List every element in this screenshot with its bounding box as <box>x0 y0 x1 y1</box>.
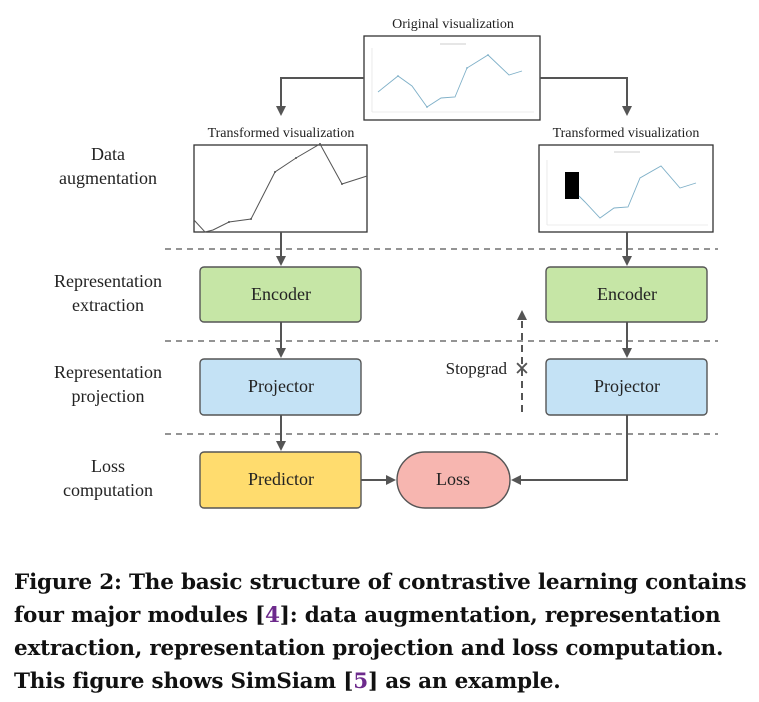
stopgrad-label: Stopgrad <box>446 359 508 378</box>
encoder-left-label: Encoder <box>251 284 311 304</box>
encoder-right: Encoder <box>545 266 708 323</box>
projector-left-label: Projector <box>248 376 314 396</box>
row-label-augmentation-line1: Data <box>91 144 125 164</box>
citation-link-5[interactable]: 5 <box>353 669 368 694</box>
original-visualization-title: Original visualization <box>392 17 514 32</box>
row-label-extraction-line1: Representation <box>54 271 162 291</box>
caption-text-prefix: Figure 2: The basic structure of contras… <box>14 570 747 628</box>
row-label-projection-line2: projection <box>72 386 145 406</box>
caption-text-suffix: ] as an example. <box>367 669 561 694</box>
row-label-loss-line2: computation <box>63 480 153 500</box>
contrastive-learning-diagram: Data augmentation Representation extract… <box>54 17 718 509</box>
transformed-visualization-title-right: Transformed visualization <box>553 126 700 141</box>
row-label-extraction-line2: extraction <box>72 295 144 315</box>
transformed-visualization-title-left: Transformed visualization <box>208 126 355 141</box>
predictor-label: Predictor <box>248 469 314 489</box>
split-arrow-left <box>276 77 364 116</box>
transformed-visualization-thumbnail-right <box>538 144 714 233</box>
split-arrow-right <box>540 77 632 116</box>
predictor: Predictor <box>199 451 362 509</box>
row-label-loss-line1: Loss <box>91 456 125 476</box>
loss-label: Loss <box>436 469 470 489</box>
arrow-projector-right-to-loss <box>511 415 628 485</box>
citation-link-4[interactable]: 4 <box>265 603 280 628</box>
caption-text-middle: ]: data augmentation, representation ext… <box>14 603 724 694</box>
transformed-visualization-thumbnail-left <box>193 143 368 233</box>
projector-left: Projector <box>199 358 362 416</box>
row-label-projection-line1: Representation <box>54 362 162 382</box>
figure-caption: Figure 2: The basic structure of contras… <box>14 566 749 698</box>
projector-right: Projector <box>545 358 708 416</box>
stopgrad-cross-icon: ✕ <box>514 358 530 380</box>
encoder-right-label: Encoder <box>597 284 657 304</box>
loss-node: Loss <box>396 451 511 509</box>
occlusion-patch <box>565 172 579 199</box>
encoder-left: Encoder <box>199 266 362 323</box>
projector-right-label: Projector <box>594 376 660 396</box>
original-visualization-thumbnail <box>363 35 541 121</box>
row-label-augmentation-line2: augmentation <box>59 168 157 188</box>
